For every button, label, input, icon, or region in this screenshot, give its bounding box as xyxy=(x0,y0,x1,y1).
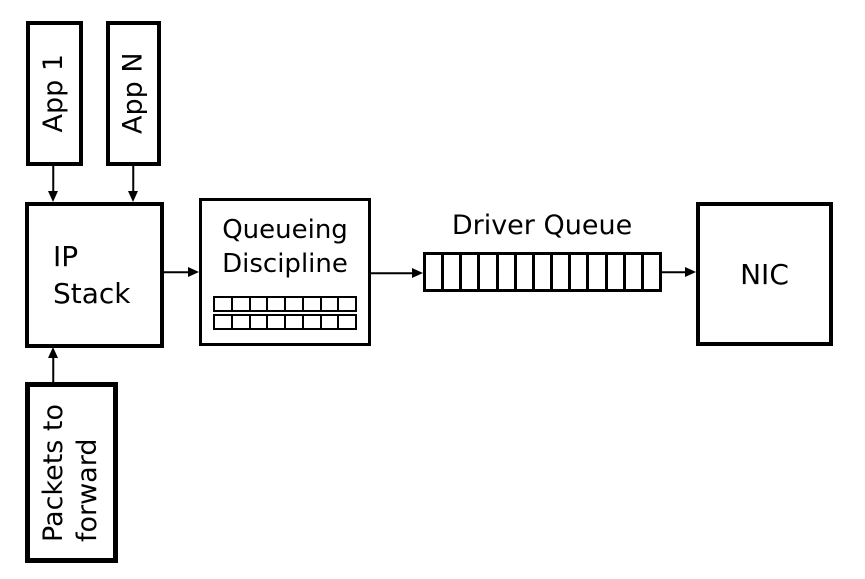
qdisc-queue-slot xyxy=(215,298,231,310)
qdisc-queue-slot xyxy=(248,316,267,328)
qdisc-queue-slot xyxy=(266,298,284,310)
node-packets-to-forward-label: Packets to forward xyxy=(38,403,106,541)
driver-queue-slot xyxy=(622,255,641,289)
arrowhead-up-icon xyxy=(48,347,58,358)
arrow-qdisc-to-driver-queue xyxy=(371,267,423,279)
qdisc-queue-slot xyxy=(319,298,338,310)
driver-queue-slot xyxy=(513,255,532,289)
arrowhead-right-icon xyxy=(412,268,423,278)
driver-queue-label: Driver Queue xyxy=(451,210,633,241)
packets-label-line1: Packets to xyxy=(38,403,70,542)
driver-queue-slot xyxy=(586,255,604,289)
qdisc-queue-row xyxy=(213,296,357,312)
qdisc-queue-grid xyxy=(213,296,357,330)
driver-queue-slot xyxy=(640,255,659,289)
driver-queue-slot xyxy=(568,255,586,289)
arrowhead-down-icon xyxy=(48,191,58,202)
qdisc-queue-slot xyxy=(301,316,320,328)
node-ip-stack-label-line2: Stack xyxy=(53,277,131,310)
arrow-shaft xyxy=(662,271,687,273)
driver-queue-strip xyxy=(423,252,662,292)
node-qdisc-label-line2: Discipline xyxy=(222,249,348,279)
node-packets-to-forward: Packets to forward xyxy=(25,382,118,563)
node-qdisc-label-line1: Queueing xyxy=(222,215,348,245)
qdisc-queue-slot xyxy=(301,298,320,310)
driver-queue-slot xyxy=(441,255,459,289)
driver-queue-slot xyxy=(426,255,441,289)
node-app-n-label: App N xyxy=(117,52,149,135)
qdisc-queue-slot xyxy=(337,316,355,328)
node-nic-label: NIC xyxy=(740,257,789,291)
node-app-n: App N xyxy=(106,21,161,166)
qdisc-queue-slot xyxy=(284,316,302,328)
driver-queue-slot xyxy=(531,255,550,289)
driver-queue-slot xyxy=(495,255,514,289)
arrow-shaft xyxy=(371,272,414,274)
arrow-app1-to-ip-stack xyxy=(47,165,59,202)
driver-queue-slot xyxy=(550,255,568,289)
qdisc-queue-slot xyxy=(215,316,231,328)
node-ip-stack: IP Stack xyxy=(25,202,164,348)
node-app1-label: App 1 xyxy=(38,54,70,133)
arrow-shaft xyxy=(52,165,54,193)
node-ip-stack-label-line1: IP xyxy=(53,240,79,273)
node-app1: App 1 xyxy=(26,21,83,166)
arrow-shaft xyxy=(163,271,190,273)
qdisc-queue-slot xyxy=(230,298,249,310)
driver-queue-slot xyxy=(477,255,495,289)
arrow-app-n-to-ip-stack xyxy=(127,165,139,202)
qdisc-queue-slot xyxy=(337,298,355,310)
qdisc-queue-slot xyxy=(230,316,249,328)
arrow-driver-queue-to-nic xyxy=(662,266,696,278)
packets-label-line2: forward xyxy=(72,438,104,542)
qdisc-queue-slot xyxy=(248,298,267,310)
arrowhead-right-icon xyxy=(188,267,199,277)
arrow-shaft xyxy=(132,165,134,193)
driver-queue-slot xyxy=(459,255,477,289)
arrow-shaft xyxy=(52,356,54,382)
qdisc-queue-slot xyxy=(266,316,284,328)
driver-queue-slot xyxy=(604,255,623,289)
arrowhead-down-icon xyxy=(128,191,138,202)
qdisc-queue-row xyxy=(213,314,357,330)
qdisc-queue-slot xyxy=(319,316,338,328)
arrow-packets-to-ip-stack xyxy=(47,347,59,382)
arrowhead-right-icon xyxy=(685,267,696,277)
qdisc-queue-slot xyxy=(284,298,302,310)
node-nic: NIC xyxy=(696,202,833,346)
node-queueing-discipline: Queueing Discipline xyxy=(199,198,371,346)
arrow-ip-stack-to-qdisc xyxy=(163,266,199,278)
